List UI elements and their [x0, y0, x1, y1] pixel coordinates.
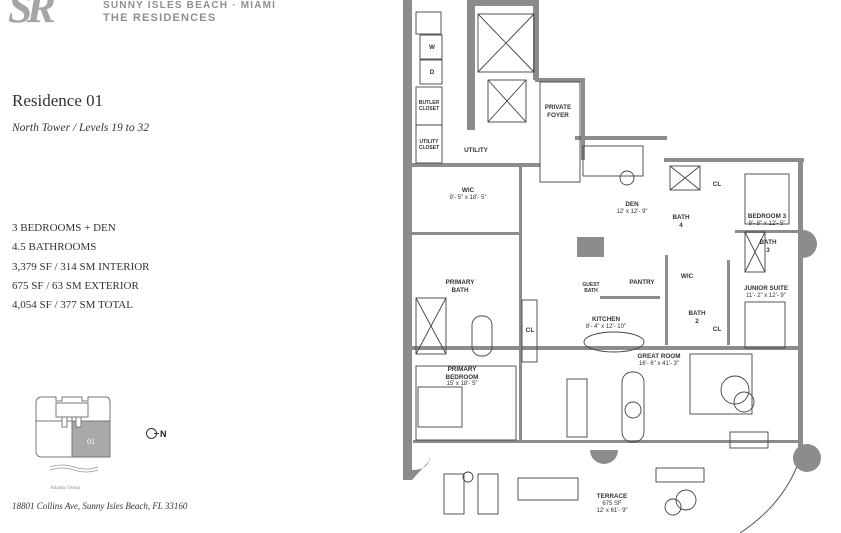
room-label-primary-bath: PRIMARY BATH [445, 279, 475, 294]
room-label-bath4: BATH 4 [672, 214, 690, 229]
brand-logo-monogram: SR [8, 0, 56, 32]
spec-interior: 3,379 SF / 314 SM INTERIOR [12, 260, 150, 273]
spec-bedrooms: 3 BEDROOMS + DEN [12, 222, 116, 234]
ocean-wave-icon [49, 464, 99, 470]
spec-total: 4,054 SF / 377 SM TOTAL [12, 299, 133, 312]
interior-lines [415, 11, 804, 533]
brand-header: SUNNY ISLES BEACH · MIAMI THE RESIDENCES [103, 0, 276, 24]
room-label-wic-junior: WIC [680, 273, 694, 280]
room-label-dryer: D [429, 69, 435, 76]
floor-plan [403, 0, 821, 533]
walls [403, 0, 804, 480]
room-label-guest-bath: GUEST BATH [582, 282, 600, 294]
spec-exterior: 675 SF / 63 SM EXTERIOR [12, 279, 139, 292]
room-label-butler-closet: BUTLER CLOSET [418, 100, 440, 112]
room-label-washer: W [429, 44, 435, 51]
residence-title: Residence 01 [12, 91, 104, 110]
room-label-private-foyer: PRIVATE FOYER [544, 104, 572, 119]
north-compass: N [146, 428, 167, 439]
brand-name: THE RESIDENCES [103, 12, 217, 24]
room-label-closet-junior: CL [712, 326, 722, 333]
room-label-closet-bedroom3: CL [712, 181, 722, 188]
ocean-label: Atlantic Ocean [50, 486, 81, 491]
room-label-utility-closet: UTILITY CLOSET [418, 139, 440, 151]
residence-subtitle: North Tower / Levels 19 to 32 [12, 122, 149, 134]
spec-bathrooms: 4.5 BATHROOMS [12, 241, 97, 254]
key-plan-unit-label: 01 [87, 437, 95, 446]
room-label-closet-hall: CL [525, 327, 535, 334]
room-label-bath2: BATH 2 [688, 310, 706, 325]
room-label-pantry: PANTRY [629, 279, 655, 286]
compass-label: N [160, 428, 167, 439]
address: 18801 Collins Ave, Sunny Isles Beach, FL… [12, 501, 188, 511]
room-label-utility: UTILITY [464, 147, 488, 154]
brand-location: SUNNY ISLES BEACH · MIAMI [103, 0, 277, 11]
room-label-bath3: BATH 3 [759, 239, 777, 254]
key-plan: 01 [35, 396, 111, 473]
spec-list: 3 BEDROOMS + DEN 4.5 BATHROOMS 3,379 SF … [12, 219, 150, 315]
